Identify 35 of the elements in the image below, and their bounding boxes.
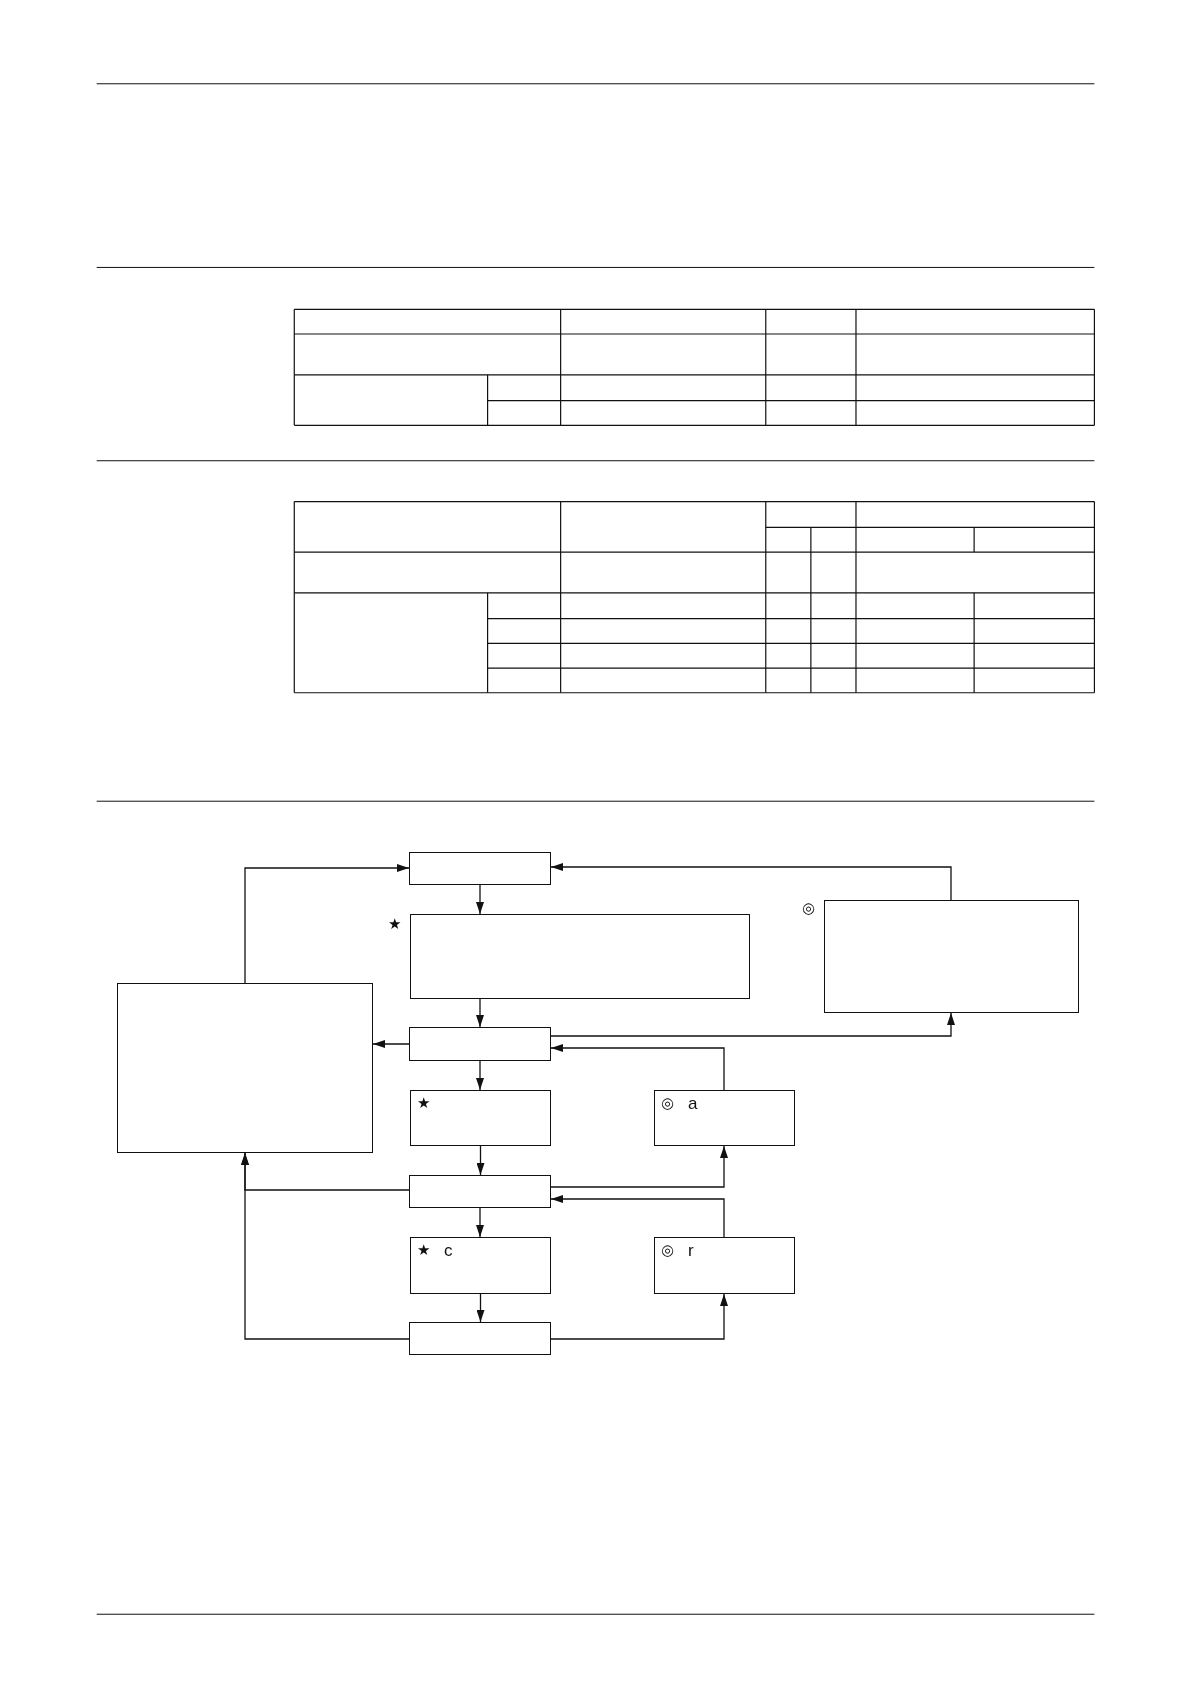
process-box xyxy=(409,852,551,885)
marker-symbol: ◎ xyxy=(661,1242,674,1258)
arrow xyxy=(550,1012,955,1037)
marker-symbol: ◎ xyxy=(802,900,815,916)
process-box xyxy=(409,1175,551,1208)
process-box xyxy=(824,900,1079,1013)
arrow xyxy=(550,1145,728,1188)
marker-symbol: ★ xyxy=(417,1242,430,1258)
process-box xyxy=(117,983,373,1153)
arrow xyxy=(550,1293,728,1340)
arrow xyxy=(550,863,952,901)
arrow xyxy=(476,1293,485,1323)
arrow xyxy=(372,1040,410,1048)
arrow xyxy=(244,864,410,984)
arrow xyxy=(241,1152,410,1340)
box-label: r xyxy=(688,1242,694,1260)
arrow xyxy=(476,1207,484,1238)
arrow xyxy=(476,1060,484,1091)
process-box xyxy=(410,1090,551,1146)
process-box xyxy=(410,1237,551,1294)
process-box xyxy=(409,1027,551,1061)
process-box xyxy=(654,1237,795,1294)
arrow xyxy=(550,1195,725,1238)
marker-symbol: ★ xyxy=(417,1095,430,1111)
arrow xyxy=(476,884,484,915)
marker-symbol: ★ xyxy=(388,916,401,932)
arrow xyxy=(476,998,484,1028)
process-box xyxy=(654,1090,795,1146)
marker-symbol: ◎ xyxy=(661,1095,674,1111)
process-box xyxy=(410,914,750,999)
arrow xyxy=(550,1044,725,1091)
process-box xyxy=(409,1322,551,1355)
arrow xyxy=(476,1145,485,1176)
box-label: a xyxy=(688,1095,698,1113)
box-label: c xyxy=(444,1242,453,1260)
